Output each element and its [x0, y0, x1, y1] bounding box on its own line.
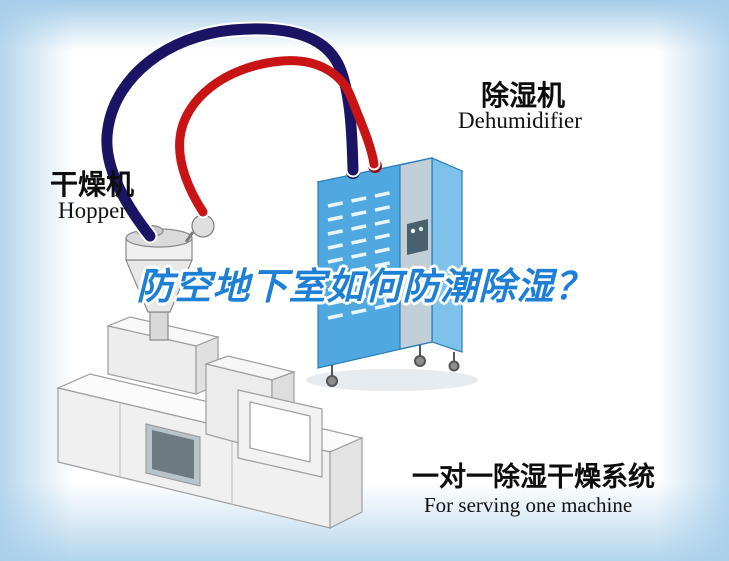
- molding-machine-illustration: [56, 316, 364, 529]
- hose-illustrations: [99, 21, 381, 244]
- hopper-neck: [149, 311, 169, 341]
- red-hose: [175, 56, 379, 217]
- system-caption-zh: 一对一除湿干燥系统: [412, 462, 655, 492]
- loader-pipe: [184, 231, 195, 243]
- cabinet-control-strip: [399, 157, 433, 350]
- hopper-label-zh: 干燥机: [50, 169, 135, 200]
- dehumidifier-label-en: Dehumidifier: [458, 108, 582, 133]
- system-caption-en: For serving one machine: [424, 493, 633, 517]
- guard-window: [249, 401, 311, 463]
- vent-slits: [327, 190, 395, 320]
- dehumidifier-illustration: [306, 157, 478, 391]
- headline-title: 防空地下室如何防潮除湿？: [136, 266, 593, 307]
- hopper-label-en: Hopper: [58, 198, 127, 223]
- cabinet-side-face: [431, 157, 463, 353]
- control-button: [410, 228, 416, 234]
- hopper-illustration: [125, 205, 215, 341]
- control-panel: [407, 219, 428, 255]
- cabinet-shadow: [306, 369, 478, 391]
- control-button: [418, 226, 424, 232]
- machine-door-window: [152, 430, 194, 479]
- machine-side-face: [329, 437, 363, 529]
- dehumidifier-label-zh: 除湿机: [481, 80, 566, 111]
- caster-wheels: [326, 345, 460, 387]
